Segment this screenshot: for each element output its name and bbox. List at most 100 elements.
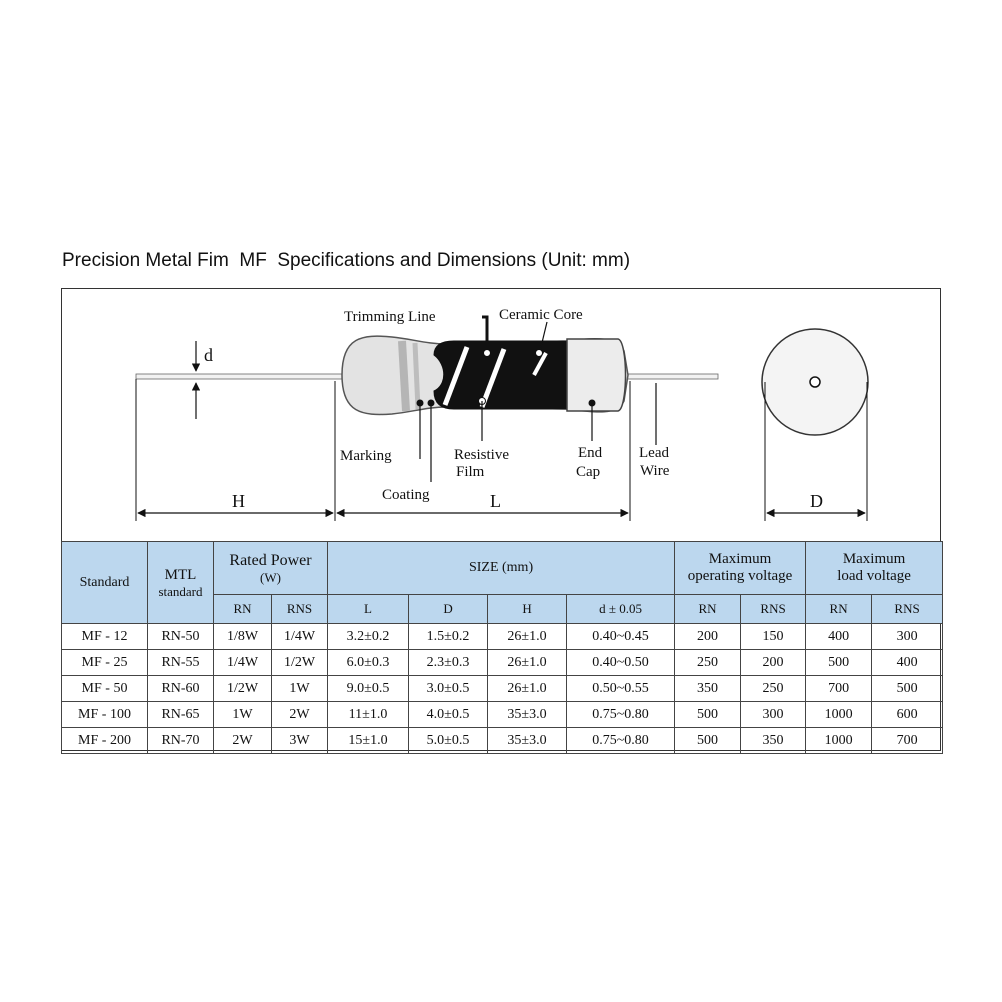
table-cell: RN-65 [147, 701, 214, 728]
label-H: H [232, 491, 245, 511]
subheader-cell: RN [213, 594, 272, 624]
table-cell: 1/4W [213, 649, 272, 676]
table-cell: RN-70 [147, 727, 214, 754]
label-coating: Coating [382, 487, 430, 503]
table-cell: 2.3±0.3 [408, 649, 489, 676]
label-wire: Wire [640, 463, 670, 479]
table-cell: 3.0±0.5 [408, 675, 489, 702]
header-rated-power-line2: (W) [260, 569, 281, 585]
table-cell: 500 [674, 727, 742, 754]
label-L: L [490, 491, 501, 511]
table-cell: MF - 100 [61, 701, 148, 728]
table-cell: 0.75~0.80 [566, 727, 676, 754]
label-cap: Cap [576, 464, 600, 480]
table-cell: 2W [270, 701, 329, 728]
trimming-spiral-1 [442, 346, 470, 406]
table-cell: 1W [270, 675, 329, 702]
table-cell: 0.40~0.50 [566, 649, 676, 676]
header-standard: Standard [61, 541, 148, 624]
header-max-operating-line1: Maximum [708, 551, 772, 567]
trimming-spiral-2 [479, 348, 507, 408]
table-cell: 1000 [805, 727, 873, 754]
table-cell: 26±1.0 [487, 649, 568, 676]
table-cell: 700 [871, 727, 944, 754]
label-resistive: Resistive [454, 447, 509, 463]
table-cell: MF - 200 [61, 727, 148, 754]
label-lead: Lead [639, 445, 669, 461]
table-cell: 5.0±0.5 [408, 727, 489, 754]
table-cell: RN-55 [147, 649, 214, 676]
table-cell: 500 [805, 649, 873, 676]
table-cell: 150 [740, 623, 807, 650]
resistor-diagram: d Trimming Line Ceramic Core Marking Coa… [135, 307, 869, 521]
table-cell: 300 [740, 701, 807, 728]
table-cell: 700 [805, 675, 873, 702]
table-cell: 500 [674, 701, 742, 728]
table-cell: 200 [674, 623, 742, 650]
subheader-cell: L [327, 594, 410, 624]
trimming-line-dot [483, 349, 491, 357]
left-lead-wire [135, 373, 343, 380]
label-d: d [204, 345, 213, 365]
subheader-cell: d ± 0.05 [566, 594, 676, 624]
table-cell: 200 [740, 649, 807, 676]
table-cell: 350 [674, 675, 742, 702]
ceramic-core-dot [535, 349, 543, 357]
header-max-load-line2: load voltage [837, 568, 911, 584]
trimming-spiral-3 [532, 352, 548, 376]
subheader-cell: RNS [270, 594, 329, 624]
right-lead-wire [621, 373, 719, 380]
table-cell: 2W [213, 727, 272, 754]
table-cell: 4.0±0.5 [408, 701, 489, 728]
subheader-cell: RN [805, 594, 873, 624]
header-row: Standard MTL standard Rated Power (W) SI… [61, 541, 944, 624]
page-title: Precision Metal Fim MF Specifications an… [62, 250, 631, 271]
table-cell: MF - 25 [61, 649, 148, 676]
table-cell: 1/4W [270, 623, 329, 650]
subheader-cell: RN [674, 594, 742, 624]
header-mtl-line1: MTL [164, 566, 197, 583]
coating-band [398, 340, 410, 412]
header-max-load: Maximum load voltage [805, 541, 944, 595]
table-cell: MF - 50 [61, 675, 148, 702]
spec-table: Standard MTL standard Rated Power (W) SI… [61, 541, 944, 754]
table-cell: 600 [871, 701, 944, 728]
header-max-load-line1: Maximum [842, 551, 906, 567]
table-cell: 0.40~0.45 [566, 623, 676, 650]
table-cell: 35±3.0 [487, 727, 568, 754]
label-trimming-line: Trimming Line [344, 309, 436, 325]
table-cell: 250 [740, 675, 807, 702]
header-max-operating-line2: operating voltage [687, 568, 793, 584]
table-cell: 35±3.0 [487, 701, 568, 728]
table-cell: 3W [270, 727, 329, 754]
table-cell: 6.0±0.3 [327, 649, 410, 676]
header-max-operating: Maximum operating voltage [674, 541, 807, 595]
trimming-line-leader [482, 315, 489, 351]
table-cell: 300 [871, 623, 944, 650]
header-mtl-line2: standard [158, 583, 203, 599]
table-cell: 1/2W [213, 675, 272, 702]
table-cell: MF - 12 [61, 623, 148, 650]
end-view-lead [809, 376, 821, 388]
header-rated-power: Rated Power (W) [212, 541, 329, 595]
table-cell: 1.5±0.2 [408, 623, 489, 650]
ceramic-core [433, 340, 568, 410]
header-size: SIZE (mm) [327, 541, 676, 595]
end-cap [566, 338, 627, 412]
label-end: End [578, 445, 603, 461]
label-D: D [810, 491, 823, 511]
label-ceramic-core: Ceramic Core [499, 307, 583, 323]
subheader-cell: D [408, 594, 489, 624]
subheader-cell: RNS [740, 594, 807, 624]
label-marking: Marking [340, 448, 392, 464]
table-cell: 0.75~0.80 [566, 701, 676, 728]
subheader-row: RN RNS L D H d ± 0.05 RN RNS RN RNS [62, 594, 944, 624]
table-cell: 250 [674, 649, 742, 676]
table-cell: 1000 [805, 701, 873, 728]
table-cell: 9.0±0.5 [327, 675, 410, 702]
